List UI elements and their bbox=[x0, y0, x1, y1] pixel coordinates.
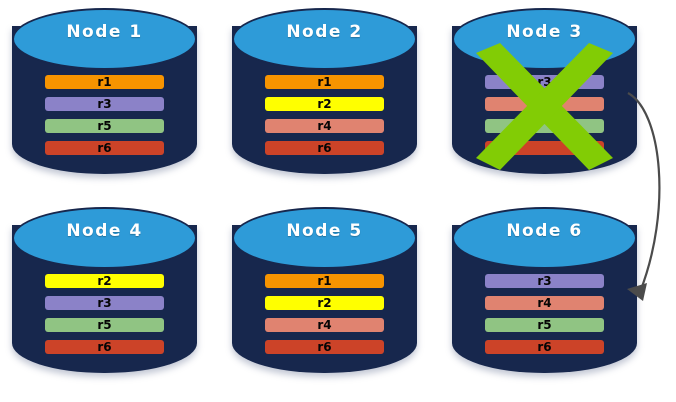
node-1[interactable]: Node 1 r1 r3 r5 r6 bbox=[12, 8, 197, 180]
node-5[interactable]: Node 5 r1 r2 r4 r6 bbox=[232, 207, 417, 379]
cylinder-top bbox=[12, 8, 197, 70]
replica-bar[interactable]: r6 bbox=[265, 141, 384, 155]
cylinder-top bbox=[452, 207, 637, 269]
replica-bar[interactable]: r4 bbox=[265, 318, 384, 332]
replica-bar[interactable]: r3 bbox=[45, 296, 164, 310]
replica-bar[interactable]: r2 bbox=[265, 296, 384, 310]
node-label: Node 3 bbox=[506, 22, 583, 42]
replica-bar[interactable]: r1 bbox=[265, 274, 384, 288]
node-2[interactable]: Node 2 r1 r2 r4 r6 bbox=[232, 8, 417, 180]
node-label: Node 2 bbox=[286, 22, 363, 42]
replica-bar[interactable] bbox=[485, 119, 604, 133]
cylinder-top bbox=[232, 8, 417, 70]
replica-bar[interactable]: r1 bbox=[45, 75, 164, 89]
replica-list: r1 r2 r4 r6 bbox=[265, 274, 384, 354]
replica-bar[interactable]: r3 bbox=[45, 97, 164, 111]
replica-bar[interactable] bbox=[485, 97, 604, 111]
replica-bar[interactable]: r4 bbox=[485, 296, 604, 310]
replica-bar[interactable]: r1 bbox=[265, 75, 384, 89]
replica-list: r2 r3 r5 r6 bbox=[45, 274, 164, 354]
replica-bar[interactable]: r5 bbox=[45, 318, 164, 332]
replica-bar[interactable]: r5 bbox=[45, 119, 164, 133]
node-label: Node 1 bbox=[66, 22, 143, 42]
replica-bar[interactable]: r6 bbox=[265, 340, 384, 354]
node-label: Node 6 bbox=[506, 221, 583, 241]
replica-bar[interactable]: r5 bbox=[485, 318, 604, 332]
node-3[interactable]: Node 3 r3 bbox=[452, 8, 637, 180]
replica-bar[interactable]: r6 bbox=[485, 340, 604, 354]
node-4[interactable]: Node 4 r2 r3 r5 r6 bbox=[12, 207, 197, 379]
replica-list: r1 r3 r5 r6 bbox=[45, 75, 164, 155]
replica-bar[interactable]: r3 bbox=[485, 75, 604, 89]
replica-bar[interactable]: r3 bbox=[485, 274, 604, 288]
replica-bar[interactable]: r4 bbox=[265, 119, 384, 133]
cylinder-top bbox=[232, 207, 417, 269]
replica-bar[interactable]: r6 bbox=[45, 141, 164, 155]
replica-bar[interactable]: r2 bbox=[265, 97, 384, 111]
replica-list: r1 r2 r4 r6 bbox=[265, 75, 384, 155]
replica-bar[interactable]: r6 bbox=[45, 340, 164, 354]
replica-bar[interactable] bbox=[485, 141, 604, 155]
replica-list: r3 bbox=[485, 75, 604, 155]
replica-list: r3 r4 r5 r6 bbox=[485, 274, 604, 354]
node-label: Node 4 bbox=[66, 221, 143, 241]
replica-bar[interactable]: r2 bbox=[45, 274, 164, 288]
node-6[interactable]: Node 6 r3 r4 r5 r6 bbox=[452, 207, 637, 379]
cylinder-top bbox=[12, 207, 197, 269]
node-label: Node 5 bbox=[286, 221, 363, 241]
